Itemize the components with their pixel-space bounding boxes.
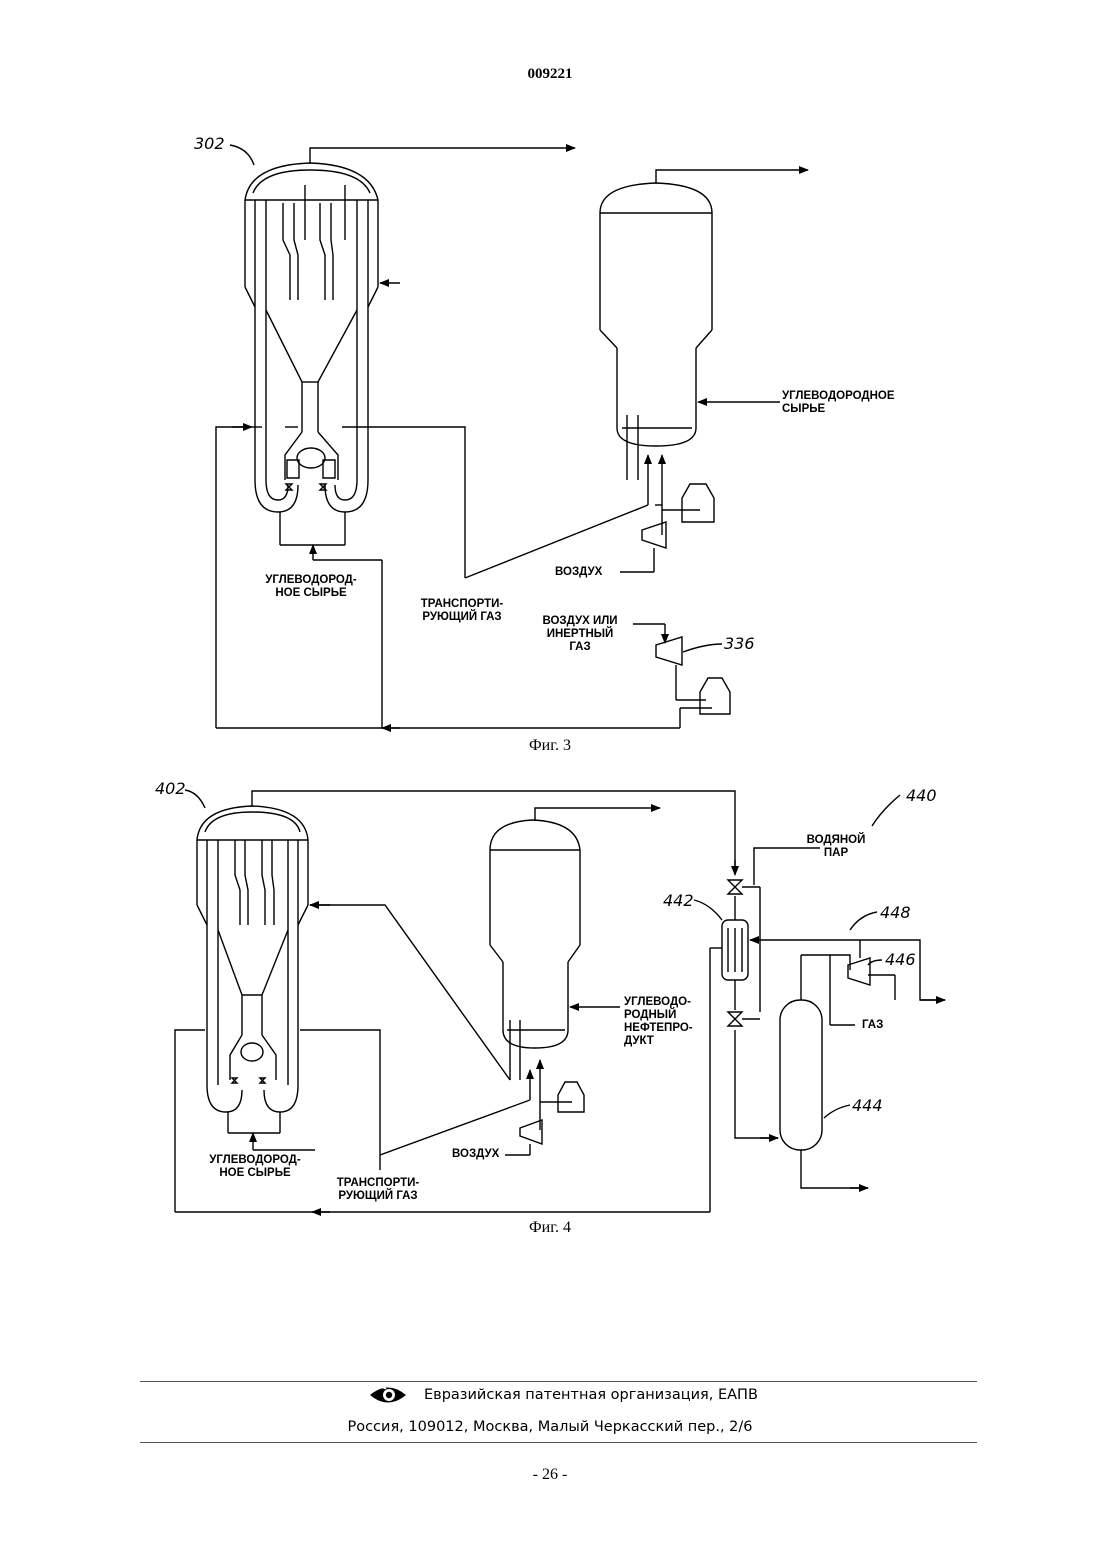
footer-divider-bottom [140,1442,977,1443]
regenerator-vessel-fig4 [490,820,580,1048]
label-transport-gas: ТРАНСПОРТИ- РУЮЩИЙ ГАЗ [412,598,512,624]
label-line: УГЛЕВОДОРОД- [190,1154,320,1167]
label-line: РОДНЫЙ [624,1009,693,1022]
label-line: ИНЕРТНЫЙ [530,628,630,641]
label-hydrocarbon-feed-bottom-fig4: УГЛЕВОДОРОД- НОЕ СЫРЬЕ [190,1154,320,1180]
label-line: ВОЗДУХ ИЛИ [530,615,630,628]
ref-446: 446 [885,950,916,969]
label-line: УГЛЕВОДО- [624,996,693,1009]
label-line: УГЛЕВОДОРОД- [246,574,376,587]
footer-divider-top [140,1381,977,1382]
label-air-or-inert-gas: ВОЗДУХ ИЛИ ИНЕРТНЫЙ ГАЗ [530,615,630,654]
ref-336: 336 [724,634,755,653]
label-line: ПАР [796,847,876,860]
page-number: - 26 - [0,1466,1100,1484]
footer-organization: Евразийская патентная организация, ЕАПВ [424,1387,758,1403]
label-air-fig4: ВОЗДУХ [452,1148,499,1161]
label-line: СЫРЬЕ [782,403,895,416]
ref-442: 442 [663,891,694,910]
regenerator-vessel-fig3 [600,183,712,446]
eapo-logo-icon [368,1384,408,1406]
label-line: НОЕ СЫРЬЕ [190,1167,320,1180]
figure-4-caption: Фиг. 4 [0,1219,1100,1237]
label-line: РУЮЩИЙ ГАЗ [328,1190,428,1203]
reactor-402 [197,806,308,1133]
label-water-steam: ВОДЯНОЙ ПАР [796,834,876,860]
label-line: ТРАНСПОРТИ- [412,598,512,611]
figure-3-caption: Фиг. 3 [0,737,1100,755]
label-line: ГАЗ [530,641,630,654]
ref-302: 302 [194,134,225,153]
label-line: НЕФТЕПРО- [624,1022,693,1035]
reactor-302 [245,163,378,545]
label-line: УГЛЕВОДОРОДНОЕ [782,390,895,403]
label-hydrocarbon-feed-right: УГЛЕВОДОРОДНОЕ СЫРЬЕ [782,390,895,416]
label-hydrocarbon-feed-bottom: УГЛЕВОДОРОД- НОЕ СЫРЬЕ [246,574,376,600]
label-line: ТРАНСПОРТИ- [328,1177,428,1190]
ref-440: 440 [906,786,937,805]
ref-444: 444 [852,1096,883,1115]
label-line: ВОДЯНОЙ [796,834,876,847]
label-air: ВОЗДУХ [555,566,602,579]
figure-3-drawing [216,145,808,728]
label-line: ДУКТ [624,1035,693,1048]
ref-448: 448 [880,903,911,922]
label-gas: ГАЗ [862,1019,883,1032]
ref-402: 402 [155,779,186,798]
label-line: НОЕ СЫРЬЕ [246,587,376,600]
label-line: РУЮЩИЙ ГАЗ [412,611,512,624]
label-transport-gas-fig4: ТРАНСПОРТИ- РУЮЩИЙ ГАЗ [328,1177,428,1203]
footer-address: Россия, 109012, Москва, Малый Черкасский… [0,1419,1100,1435]
label-hydrocarbon-product: УГЛЕВОДО- РОДНЫЙ НЕФТЕПРО- ДУКТ [624,996,693,1048]
